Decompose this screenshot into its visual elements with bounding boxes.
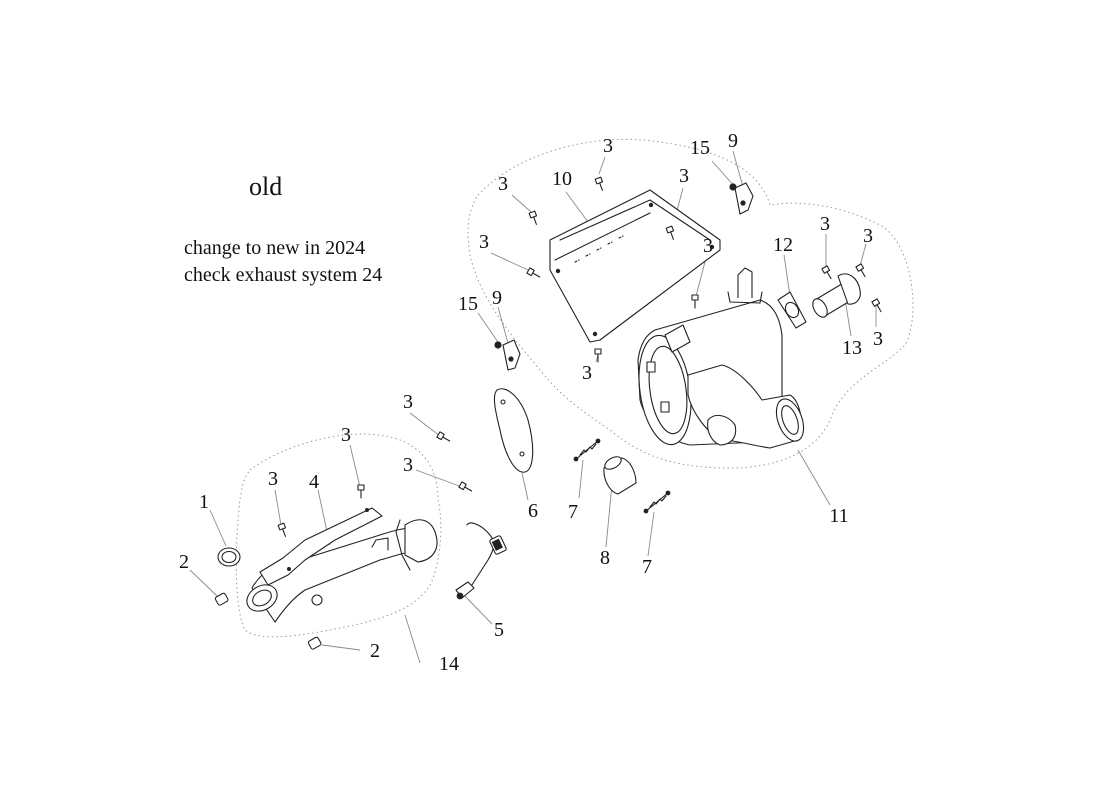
callout-3b: 3 xyxy=(498,173,508,195)
callout-3g: 3 xyxy=(820,213,830,235)
callout-3c: 3 xyxy=(679,165,689,187)
callout-9a: 9 xyxy=(728,130,738,152)
callout-3i: 3 xyxy=(873,328,883,350)
gasket-part xyxy=(777,291,807,329)
callout-3d: 3 xyxy=(479,231,489,253)
shield-plate-part xyxy=(549,189,721,343)
callout-5: 5 xyxy=(494,619,504,641)
callout-3m: 3 xyxy=(268,468,278,490)
callout-8: 8 xyxy=(600,547,610,569)
callout-3f: 3 xyxy=(582,362,592,384)
callout-3a: 3 xyxy=(603,135,613,157)
callout-14: 14 xyxy=(439,653,459,675)
spring-part-a xyxy=(573,438,601,462)
callout-9b: 9 xyxy=(492,287,502,309)
lambda-sensor-part xyxy=(455,522,507,600)
nut-part-a xyxy=(729,183,737,191)
callout-2b: 2 xyxy=(370,640,380,662)
callout-12: 12 xyxy=(773,234,793,256)
callout-2a: 2 xyxy=(179,551,189,573)
callout-3e: 3 xyxy=(703,235,713,257)
bolt-parts xyxy=(277,176,882,537)
pipe-group-outline xyxy=(235,433,442,638)
callout-11: 11 xyxy=(829,505,848,527)
page-title: old xyxy=(249,172,283,201)
callout-3h: 3 xyxy=(863,225,873,247)
callout-3l: 3 xyxy=(403,454,413,476)
tailpipe-part xyxy=(812,273,861,318)
heat-shield-part xyxy=(259,507,383,586)
bracket-part-b xyxy=(502,339,521,371)
cover-disc-part xyxy=(493,388,534,473)
callout-13: 13 xyxy=(842,337,862,359)
bracket-part-a xyxy=(734,182,754,215)
callout-3j: 3 xyxy=(403,391,413,413)
callout-10: 10 xyxy=(552,168,572,190)
callout-7b: 7 xyxy=(642,556,652,578)
callout-6: 6 xyxy=(528,500,538,522)
callout-15b: 15 xyxy=(458,293,478,315)
callout-1: 1 xyxy=(199,491,209,513)
exhaust-pipe-part xyxy=(246,519,438,623)
plug-part-a xyxy=(214,592,229,606)
plug-part-b xyxy=(307,636,322,650)
callout-4: 4 xyxy=(309,471,319,493)
note-line-1: change to new in 2024 xyxy=(184,237,366,259)
callout-7a: 7 xyxy=(568,501,578,523)
callout-3k: 3 xyxy=(341,424,351,446)
note-line-2: check exhaust system 24 xyxy=(184,264,383,286)
spring-part-b xyxy=(643,490,671,514)
callout-15a: 15 xyxy=(690,137,710,159)
nut-part-b xyxy=(494,341,502,349)
muffler-part xyxy=(637,267,805,449)
callout-labels: 1 2 2 3 3 3 3 3 3 3 3 3 3 3 3 3 3 4 5 6 … xyxy=(179,130,883,675)
sleeve-part xyxy=(603,456,637,495)
